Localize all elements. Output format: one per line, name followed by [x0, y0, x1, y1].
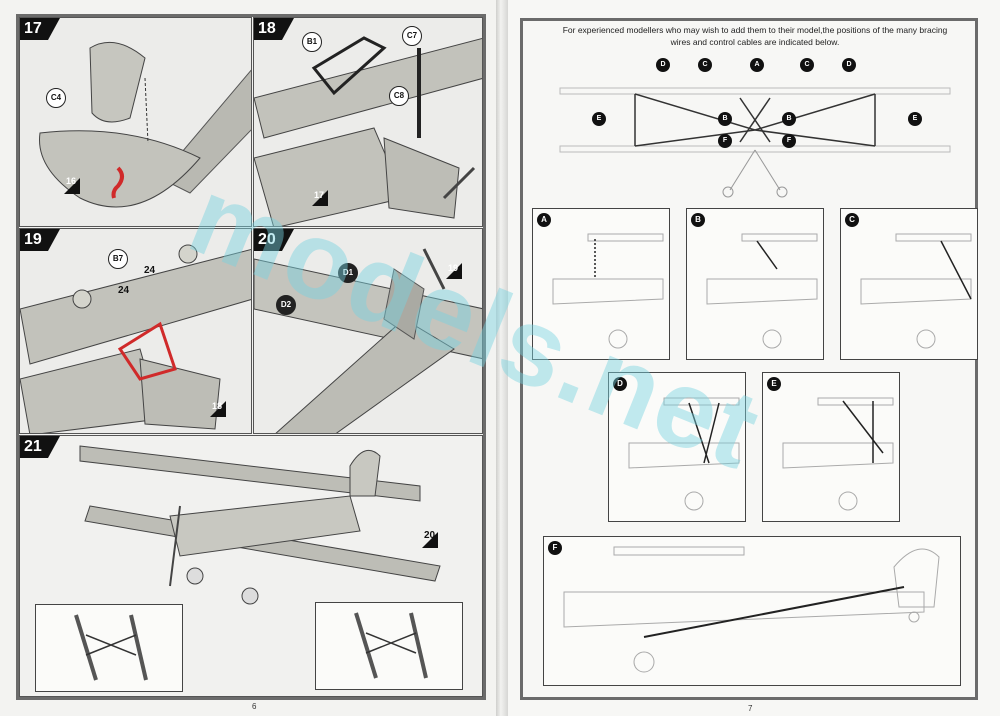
- step-20-illustration: [254, 248, 482, 433]
- step-19-illustration: [20, 244, 251, 433]
- callout-c8: C8: [389, 86, 409, 106]
- wire-tag-c: C: [698, 58, 712, 72]
- wire-tag-d: D: [842, 58, 856, 72]
- callout-b1: B1: [302, 32, 322, 52]
- step-number: 18: [254, 18, 294, 40]
- step-number: 20: [254, 229, 294, 251]
- intro-text: For experienced modellers who may wish t…: [562, 25, 948, 47]
- side-view-e: [782, 397, 894, 511]
- detail-box-label: D: [613, 377, 627, 391]
- detail-box-b: B: [686, 208, 824, 360]
- wire-tag-a: A: [750, 58, 764, 72]
- side-view-b: [706, 233, 818, 349]
- left-page-frame: [16, 14, 486, 700]
- ref-step-label: 19: [448, 263, 459, 273]
- page-number-right: 7: [748, 704, 753, 713]
- detail-box-a: A: [532, 208, 670, 360]
- detail-box-label: A: [537, 213, 551, 227]
- step-21-panel: 21 20: [19, 435, 483, 697]
- step-21-illustration: [79, 445, 441, 605]
- wire-tag-b: B: [718, 112, 732, 126]
- wire-tag-f: F: [718, 134, 732, 148]
- ref-step-label: 17: [314, 190, 325, 200]
- step-19-panel: 19 B7 24 24 18: [19, 228, 252, 434]
- side-view-a: [552, 233, 664, 349]
- detail-inset-left: [35, 604, 183, 692]
- step-17-illustration: [39, 41, 251, 208]
- detail-box-f: F: [543, 536, 961, 686]
- step-18-panel: 18 B1 C7 C8 17: [253, 17, 483, 227]
- ref-step-label: 18: [212, 401, 223, 411]
- step-number: 19: [20, 229, 60, 251]
- detail-box-label: F: [548, 541, 562, 555]
- step-number: 17: [20, 18, 60, 40]
- callout-c4: C4: [46, 88, 66, 108]
- wire-tag-d: D: [656, 58, 670, 72]
- side-view-d: [628, 397, 740, 511]
- ref-flag: [210, 401, 226, 417]
- strut-detail-left: [74, 614, 148, 681]
- side-view-c: [860, 233, 972, 349]
- ref-step-label: 20: [424, 530, 436, 541]
- ref-flag: [64, 178, 80, 194]
- step-17-panel: 17 C4 16: [19, 17, 252, 227]
- step-20-panel: 20 D1 D2 19: [253, 228, 483, 434]
- ref-flag: [312, 190, 328, 206]
- detail-inset-right: [315, 602, 463, 690]
- part-label-24: 24: [144, 265, 156, 276]
- wire-tag-b: B: [782, 112, 796, 126]
- callout-c7: C7: [402, 26, 422, 46]
- ref-flag: [446, 263, 462, 279]
- step-number: 21: [20, 436, 60, 458]
- page-gutter: [496, 0, 508, 716]
- page-number-left: 6: [252, 702, 257, 711]
- detail-box-d: D: [608, 372, 746, 522]
- detail-box-label: C: [845, 213, 859, 227]
- wire-tag-e: E: [592, 112, 606, 126]
- strut-detail-right: [354, 612, 428, 679]
- ref-flag: [422, 532, 438, 548]
- callout-d1: D1: [338, 263, 358, 283]
- front-view-diagram: [559, 87, 951, 198]
- wire-tag-e: E: [908, 112, 922, 126]
- callout-b7: B7: [108, 249, 128, 269]
- side-view-f: [563, 546, 940, 673]
- detail-box-label: E: [767, 377, 781, 391]
- part-label-24: 24: [118, 285, 130, 296]
- detail-box-c: C: [840, 208, 978, 360]
- wire-tag-f: F: [782, 134, 796, 148]
- step-18-illustration: [254, 36, 482, 226]
- callout-d2: D2: [276, 295, 296, 315]
- wire-tag-c: C: [800, 58, 814, 72]
- detail-box-label: B: [691, 213, 705, 227]
- detail-box-e: E: [762, 372, 900, 522]
- ref-step-label: 16: [66, 176, 77, 186]
